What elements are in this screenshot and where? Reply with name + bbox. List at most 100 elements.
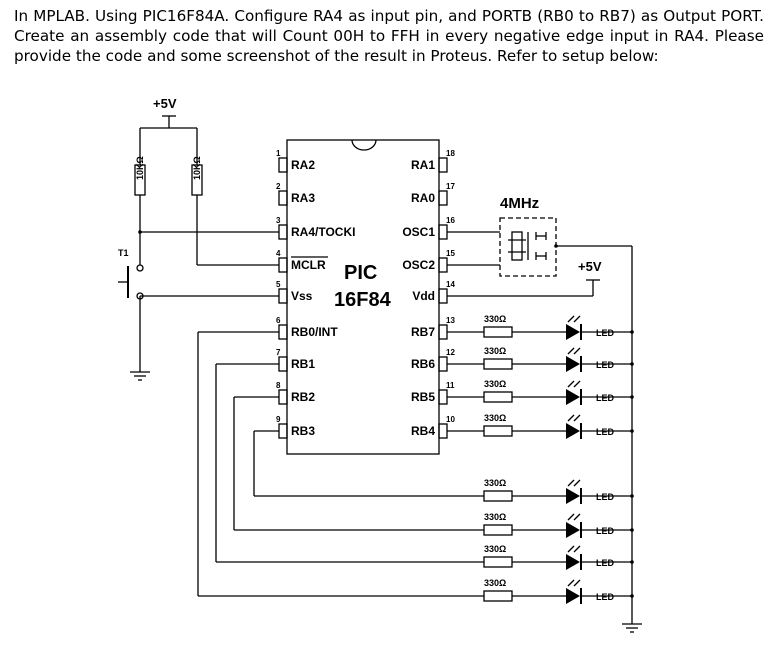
pin-number: 1	[276, 149, 281, 158]
chip-name-line1: PIC	[344, 262, 377, 284]
led-channel-3: 330Ω LED	[447, 379, 634, 405]
pin-label: Vdd	[412, 289, 435, 303]
question-text: In MPLAB. Using PIC16F84A. Configure RA4…	[14, 7, 764, 65]
pin-label: RB7	[411, 325, 435, 339]
pin-number: 4	[276, 249, 281, 258]
pin-label: RA1	[411, 158, 435, 172]
led-resistor-label: 330Ω	[484, 379, 506, 389]
pic-chip-notch	[351, 139, 377, 151]
led-channel-6: 330Ω LED	[234, 512, 634, 538]
supply-right-symbol	[447, 279, 600, 297]
led-resistor-label: 330Ω	[484, 413, 506, 423]
pin-number: 16	[446, 216, 455, 225]
led-diode	[566, 414, 582, 439]
pullup-resistor-2-label: 10KΩ	[192, 156, 202, 180]
supply-top-label: +5V	[153, 96, 177, 111]
pin-label: RA3	[291, 191, 315, 205]
pin-label: Vss	[291, 289, 313, 303]
pin-number: 15	[446, 249, 455, 258]
pin-label: RB3	[291, 424, 315, 438]
pushbutton-switch[interactable]	[118, 264, 144, 300]
led-array: 330Ω LED 330Ω LED 330Ω LED 330Ω LED 330Ω LED 330Ω L…	[198, 314, 634, 604]
led-label: LED	[596, 592, 615, 602]
pin-label: RB0/INT	[291, 325, 338, 339]
led-label: LED	[596, 328, 615, 338]
led-resistor	[483, 326, 513, 338]
led-diode	[566, 347, 582, 372]
led-diode	[566, 545, 582, 570]
led-channel-5: 330Ω LED	[254, 478, 634, 504]
pin-number: 8	[276, 381, 281, 390]
led-label: LED	[596, 393, 615, 403]
pin-number: 3	[276, 216, 281, 225]
pin-number: 12	[446, 348, 455, 357]
led-label: LED	[596, 492, 615, 502]
led-resistor-label: 330Ω	[484, 346, 506, 356]
pin-label: MCLR	[291, 258, 326, 272]
pin-label: OSC2	[402, 258, 435, 272]
pullup-resistor-1	[134, 164, 146, 232]
pin-label: RB5	[411, 390, 435, 404]
crystal-oscillator	[447, 217, 632, 277]
supply-top-symbol	[139, 115, 198, 165]
pin-label: RB1	[291, 357, 315, 371]
pin-number: 14	[446, 280, 455, 289]
pin-label: RB2	[291, 390, 315, 404]
pullup-resistor-1-label: 10KΩ	[135, 156, 145, 180]
led-return-bus	[622, 246, 642, 633]
led-resistor-label: 330Ω	[484, 478, 506, 488]
led-resistor	[483, 556, 513, 568]
pin-number: 9	[276, 415, 281, 424]
led-channel-7: 330Ω LED	[216, 544, 634, 570]
pin-number: 11	[446, 381, 455, 390]
led-label: LED	[596, 558, 615, 568]
led-resistor-label: 330Ω	[484, 512, 506, 522]
led-resistor	[483, 590, 513, 602]
pin-number: 17	[446, 182, 455, 191]
crystal-label: 4MHz	[500, 195, 539, 212]
led-diode	[566, 513, 582, 538]
pin-number: 5	[276, 280, 281, 289]
pin-label: RB6	[411, 357, 435, 371]
led-diode	[566, 315, 582, 340]
led-diode	[566, 479, 582, 504]
pin-label: RA0	[411, 191, 435, 205]
led-resistor-label: 330Ω	[484, 314, 506, 324]
pin-number: 6	[276, 316, 281, 325]
portb-low-routing	[197, 331, 279, 596]
pin-number: 10	[446, 415, 455, 424]
pin-label: RB4	[411, 424, 435, 438]
pin-label: OSC1	[402, 225, 435, 239]
led-diode	[566, 380, 582, 405]
supply-right-label: +5V	[578, 259, 602, 274]
pullup-resistor-2	[191, 164, 203, 265]
chip-name-line2: 16F84	[334, 289, 392, 311]
pin-label: RA4/TOCKI	[291, 225, 355, 239]
pin-label: RA2	[291, 158, 315, 172]
led-resistor	[483, 425, 513, 437]
led-resistor	[483, 490, 513, 502]
led-label: LED	[596, 526, 615, 536]
wires-input	[138, 230, 279, 372]
led-channel-1: 330Ω LED	[447, 314, 634, 340]
led-resistor-label: 330Ω	[484, 544, 506, 554]
